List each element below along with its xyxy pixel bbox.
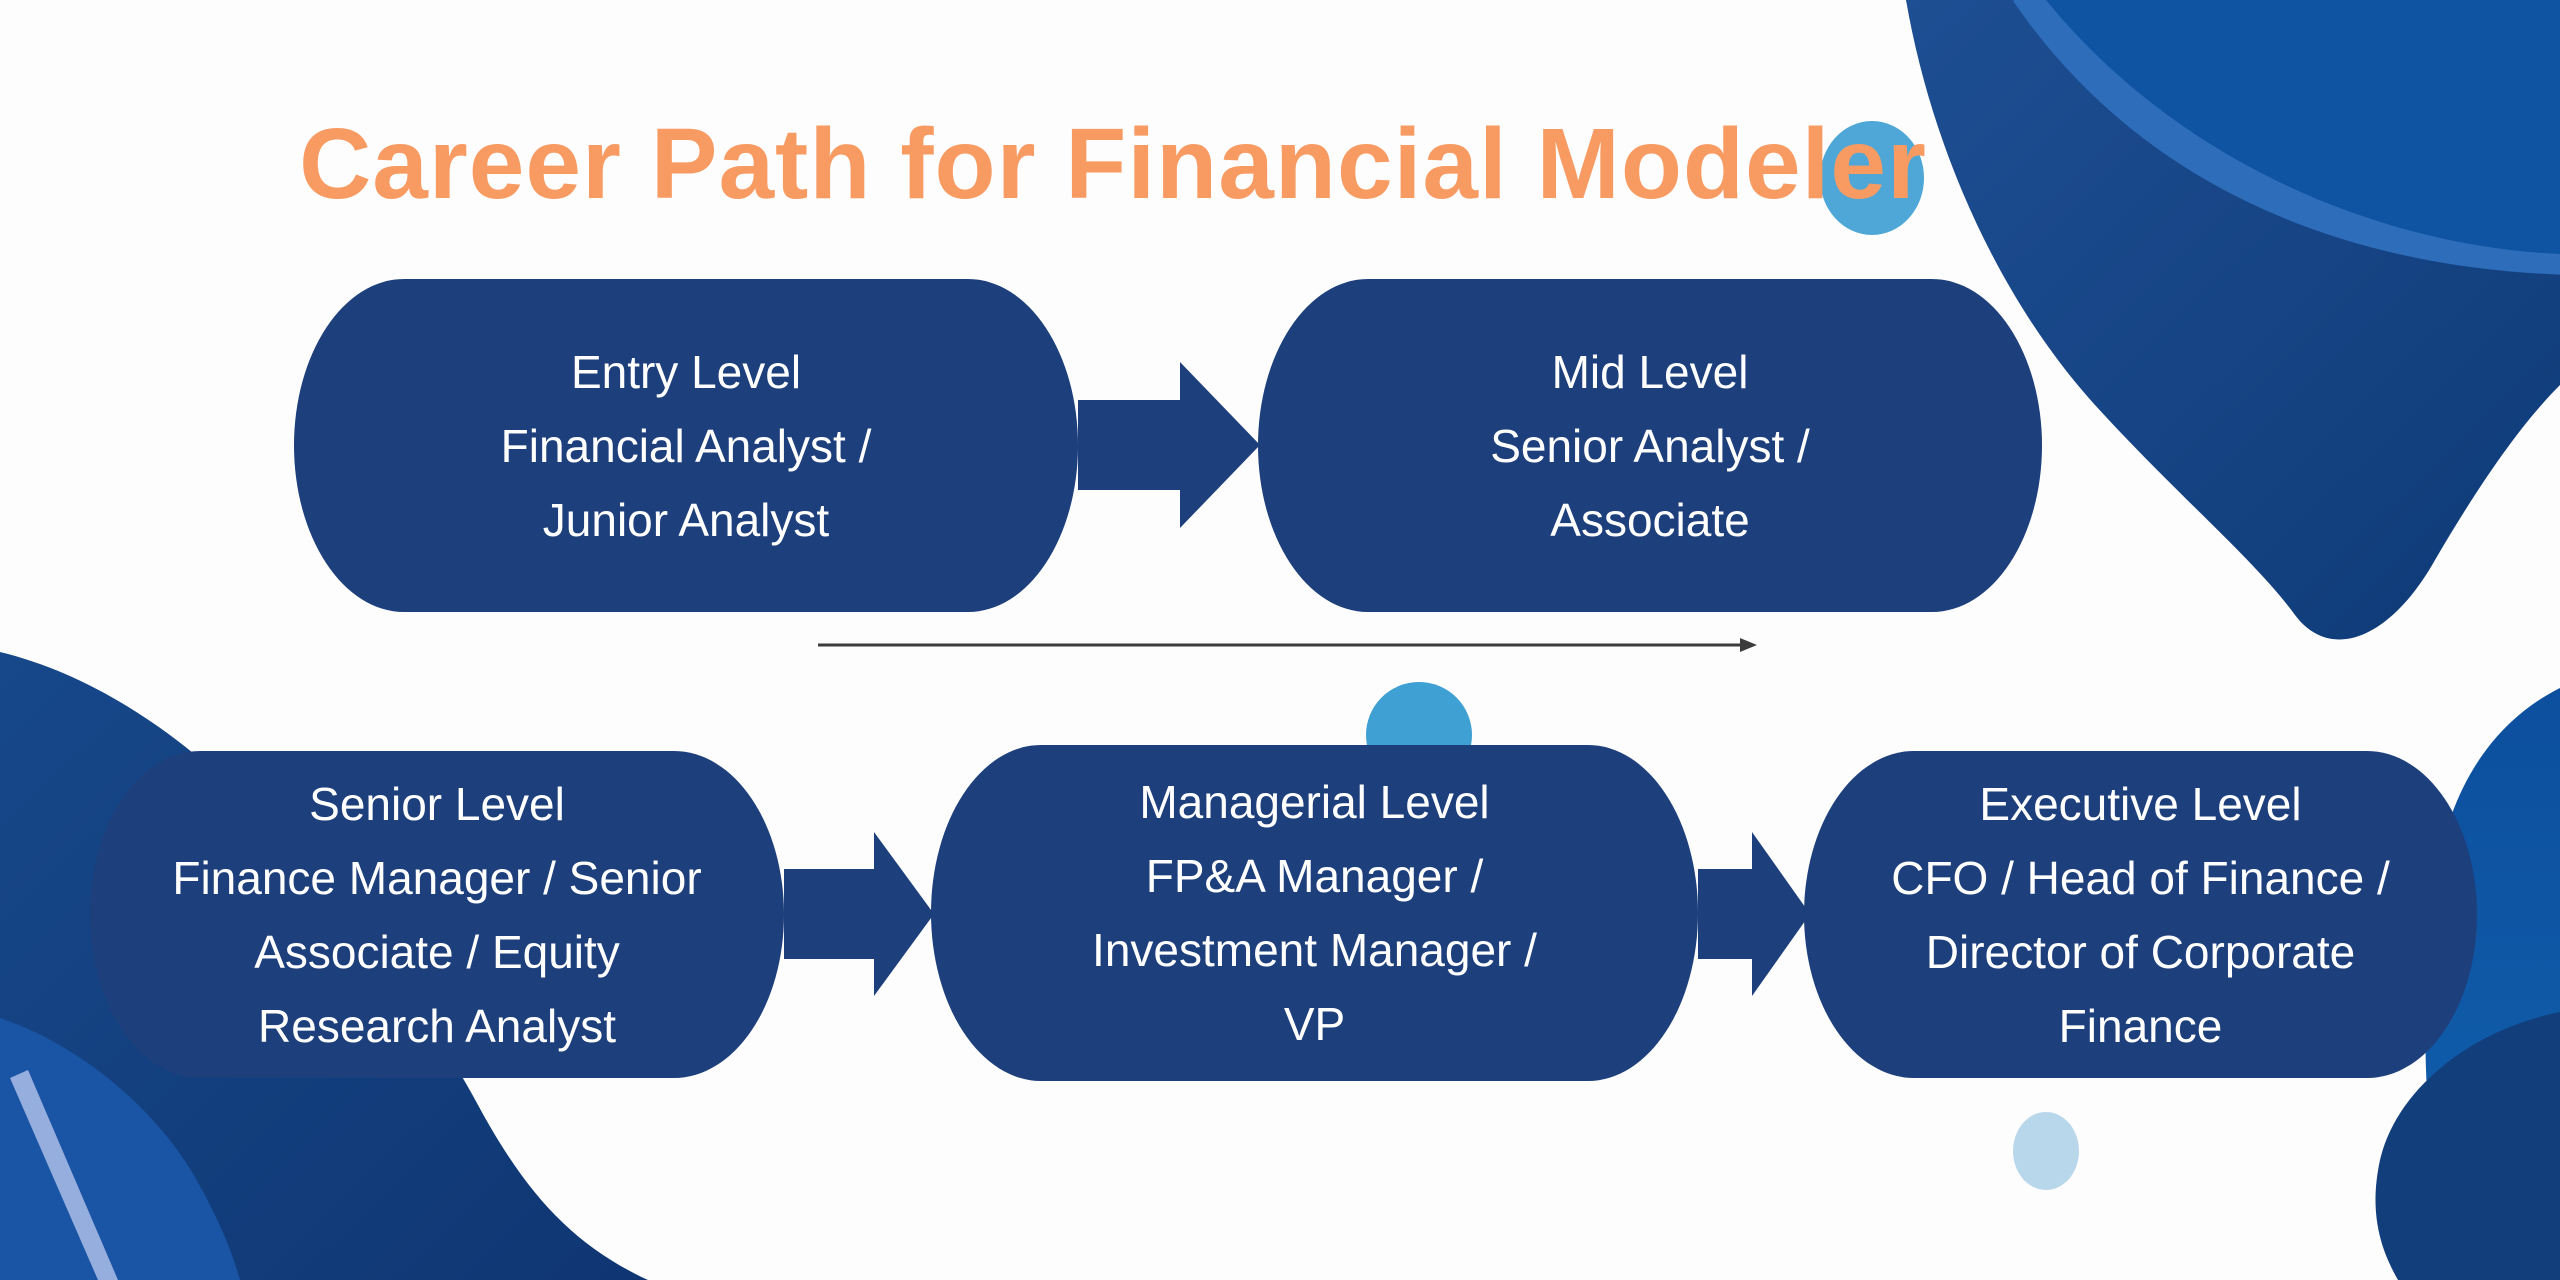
arrow-shape <box>1078 362 1260 528</box>
stage-line: Managerial Level <box>1139 776 1490 828</box>
left-edge-stripe <box>10 1070 118 1280</box>
top-right-corner-fill <box>2046 0 2560 254</box>
stage-line: CFO / Head of Finance / <box>1891 851 2390 904</box>
accent-circle-bottom <box>2013 1112 2079 1190</box>
stage-box-entry-level: Entry Level Financial Analyst / Junior A… <box>294 279 1078 612</box>
flow-arrow-3 <box>1698 832 1810 996</box>
stage-line: Senior Analyst / <box>1490 419 1810 472</box>
stage-line: FP&A Manager / <box>1145 850 1484 902</box>
stage-line: Mid Level <box>1551 345 1749 398</box>
stage-line: Finance Manager / Senior <box>172 851 702 904</box>
stage-line: VP <box>1283 998 1346 1050</box>
stage-box-mid-level: Mid Level Senior Analyst / Associate <box>1258 279 2042 612</box>
stage-line: Executive Level <box>1979 777 2302 830</box>
divider-arrowhead <box>1740 638 1757 652</box>
stage-line: Financial Analyst / <box>500 419 872 472</box>
bottom-left-wedge <box>0 1018 240 1280</box>
divider-arrow-line <box>818 638 1757 652</box>
page-title: Career Path for Financial Modeler <box>299 108 1927 220</box>
flow-arrow-1 <box>1078 362 1260 528</box>
arrow-shape <box>784 832 934 996</box>
stage-line: Director of Corporate <box>1925 925 2356 978</box>
stage-line: Associate <box>1550 493 1750 546</box>
accent-circle-top <box>1820 121 1924 235</box>
stage-line: Investment Manager / <box>1092 924 1537 976</box>
stage-box-executive-level: Executive Level CFO / Head of Finance / … <box>1804 751 2477 1078</box>
flow-arrow-2 <box>784 832 934 996</box>
stage-line: Entry Level <box>570 345 802 398</box>
bottom-right-corner-wave <box>2375 1012 2560 1280</box>
stage-box-senior-level: Senior Level Finance Manager / Senior As… <box>90 751 784 1078</box>
stage-line: Research Analyst <box>258 999 616 1052</box>
arrow-shape <box>1698 832 1810 996</box>
stage-line: Junior Analyst <box>542 493 830 546</box>
stage-line: Finance <box>2058 999 2223 1052</box>
stage-line: Senior Level <box>309 777 565 830</box>
stage-line: Associate / Equity <box>254 925 620 978</box>
stage-box-managerial-level: Managerial Level FP&A Manager / Investme… <box>931 745 1698 1081</box>
